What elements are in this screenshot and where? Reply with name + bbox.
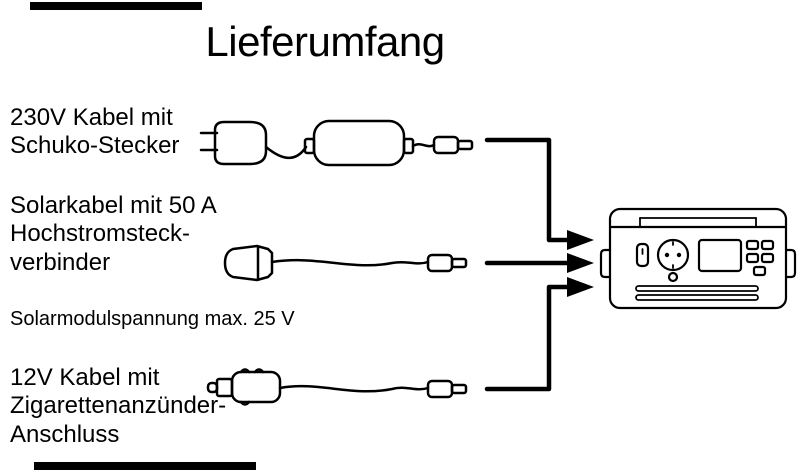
cable-cord <box>278 384 430 393</box>
high-current-connector-icon <box>223 244 274 282</box>
cable-12v-illustration <box>206 368 468 406</box>
page-title: Lieferumfang <box>205 18 445 65</box>
solar-cable-illustration <box>223 244 468 282</box>
arrow-right-icon-12v <box>484 277 594 392</box>
label-cable-12v: 12V Kabel mit Zigarettenanzünder- Anschl… <box>10 364 227 448</box>
power-station-icon <box>599 207 797 310</box>
arrow-right-icon-230v <box>484 137 594 250</box>
schuko-plug-icon <box>199 120 268 166</box>
barrel-connector-icon <box>426 379 468 399</box>
top-crop-bar <box>30 2 202 10</box>
cable-cord <box>270 258 430 267</box>
ac-adapter-icon <box>303 119 415 167</box>
cable-230v-illustration <box>199 119 474 167</box>
cable-cord <box>264 145 308 160</box>
bottom-crop-bar <box>34 462 256 470</box>
label-solar-cable: Solarkabel mit 50 A Hochstromsteck- verb… <box>10 192 217 276</box>
barrel-connector-icon <box>432 135 474 155</box>
barrel-connector-icon <box>426 253 468 273</box>
arrow-right-icon-solar <box>484 253 594 273</box>
cigarette-lighter-plug-icon <box>206 368 282 406</box>
cable-cord <box>411 143 436 148</box>
note-solar-module-voltage: Solarmodulspannung max. 25 V <box>10 308 295 330</box>
label-cable-230v: 230V Kabel mit Schuko-Stecker <box>10 104 180 160</box>
